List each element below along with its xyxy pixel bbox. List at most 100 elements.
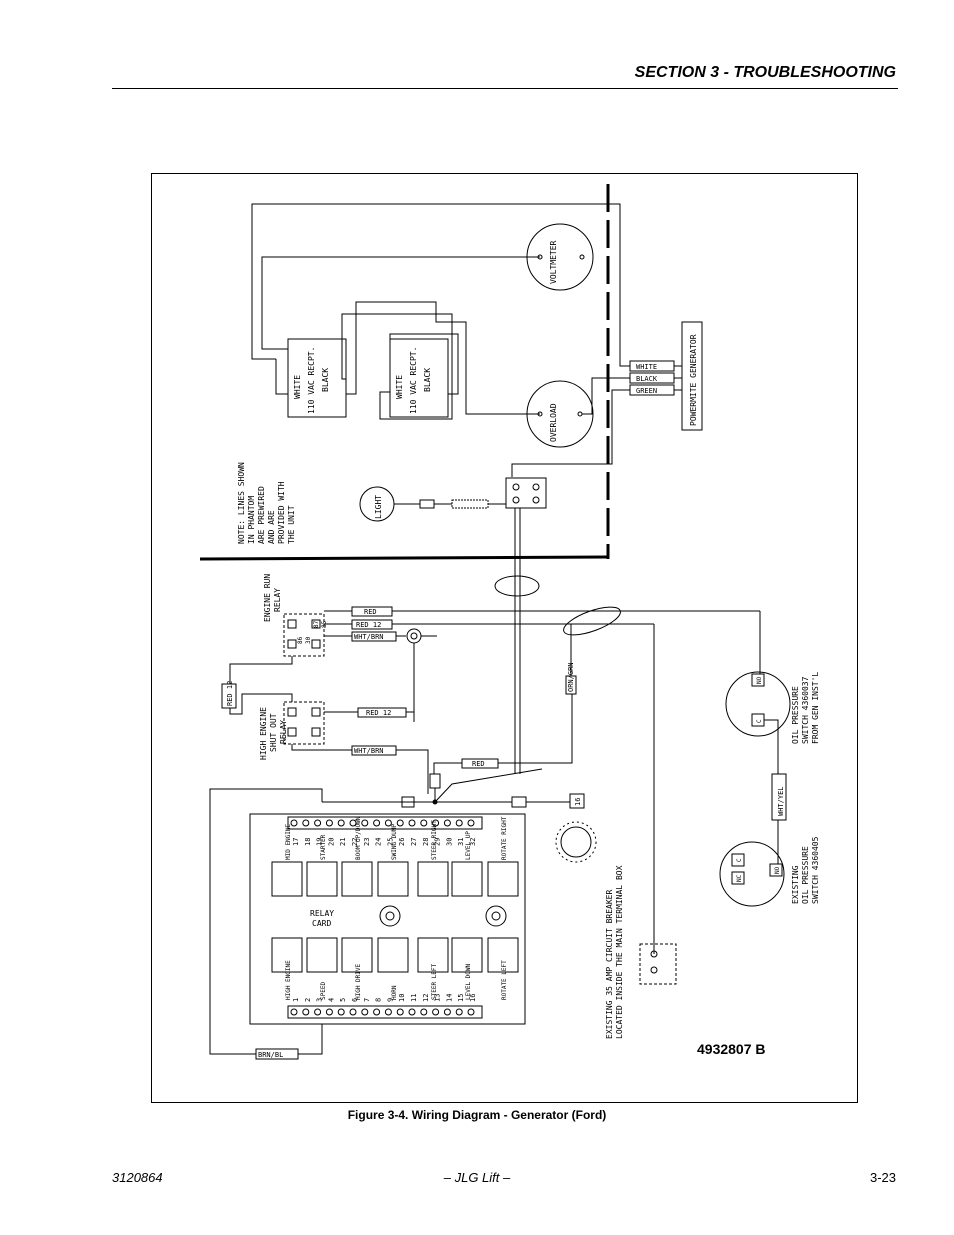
svg-text:IN PHANTOM: IN PHANTOM <box>247 496 256 544</box>
wire-wht-brn-a: WHT/BRN <box>354 633 384 641</box>
section-title: SECTION 3 - TROUBLESHOOTING <box>634 64 896 81</box>
bottom-terminal-screw <box>290 1008 298 1016</box>
wiring-diagram: VOLTMETER OVERLOAD POWERMITE GENERATOR W… <box>199 184 820 1060</box>
bottom-terminal-number: 16 <box>469 994 477 1002</box>
relay-card <box>249 813 526 1025</box>
top-terminal-screw <box>420 819 428 827</box>
svg-text:SWITCH 4360405: SWITCH 4360405 <box>811 836 820 904</box>
svg-text:FROM GEN INST'L: FROM GEN INST'L <box>811 672 820 744</box>
svg-text:C: C <box>756 719 763 723</box>
relay-function-top: MID ENGINE <box>285 823 292 860</box>
top-terminal-number: 20 <box>327 838 335 846</box>
top-terminal-number: 18 <box>304 838 312 846</box>
svg-text:PROVIDED WITH: PROVIDED WITH <box>277 481 286 544</box>
svg-text:BLACK: BLACK <box>423 368 432 392</box>
bottom-terminal-screw <box>361 1008 369 1016</box>
bottom-terminal-screw <box>467 1008 475 1016</box>
voltmeter-label: VOLTMETER <box>549 240 558 284</box>
top-terminal-screw <box>396 819 404 827</box>
svg-text:HIGH ENGINE: HIGH ENGINE <box>259 707 268 760</box>
bottom-terminal-number: 13 <box>434 994 442 1002</box>
relay-function-top: LEVEL UP <box>465 831 472 860</box>
top-terminal-number: 27 <box>410 838 418 846</box>
top-terminal-screw <box>325 819 333 827</box>
svg-text:OIL PRESSURE: OIL PRESSURE <box>801 846 810 904</box>
top-terminal-screw <box>337 819 345 827</box>
top-terminal-number: 19 <box>316 838 324 846</box>
relay-card-fuse-right <box>485 905 507 927</box>
wire-wht-brn-b: WHT/BRN <box>354 747 384 755</box>
relay-function-top: ROTATE RIGHT <box>501 816 508 860</box>
relay-module <box>271 937 303 973</box>
svg-text:SWITCH 4360037: SWITCH 4360037 <box>801 676 810 744</box>
bottom-terminal-screw <box>455 1008 463 1016</box>
top-terminal-screw <box>384 819 392 827</box>
bottom-terminal-number: 12 <box>422 994 430 1002</box>
bottom-terminal-screw <box>349 1008 357 1016</box>
engine-run-relay <box>283 613 325 657</box>
relay-function-bottom: STEER LEFT <box>431 963 438 1000</box>
svg-text:110 VAC RECPT.: 110 VAC RECPT. <box>409 347 418 414</box>
relay-module <box>377 937 409 973</box>
svg-text:EXISTING: EXISTING <box>791 865 800 904</box>
top-terminal-number: 26 <box>398 838 406 846</box>
header-rule <box>112 88 898 89</box>
relay-module <box>271 861 303 897</box>
relay-card-fuse-left <box>379 905 401 927</box>
wire-wht-yel: WHT/YEL <box>777 786 785 816</box>
relay-function-bottom: LEVEL DOWN <box>465 963 472 1000</box>
svg-text:LOCATED INSIDE THE MAIN TERMIN: LOCATED INSIDE THE MAIN TERMINAL BOX <box>615 865 624 1039</box>
relay-module <box>487 937 519 973</box>
top-terminal-number: 25 <box>386 838 394 846</box>
receptacle-1 <box>287 338 347 418</box>
bottom-terminal-screw <box>443 1008 451 1016</box>
bottom-terminal-screw <box>373 1008 381 1016</box>
svg-text:THE UNIT: THE UNIT <box>287 505 296 544</box>
bottom-terminal-screw <box>384 1008 392 1016</box>
top-terminal-screw <box>443 819 451 827</box>
relay-function-top: STARTER <box>320 834 327 860</box>
relay-module <box>487 861 519 897</box>
svg-text:NOTE: LINES SHOWN: NOTE: LINES SHOWN <box>237 462 246 544</box>
svg-text:LIGHT: LIGHT <box>374 495 383 519</box>
phantom-note: NOTE: LINES SHOWN IN PHANTOM ARE PREWIRE… <box>237 462 296 544</box>
bottom-terminal-number: 10 <box>398 994 406 1002</box>
svg-text:SHUT OUT: SHUT OUT <box>269 713 278 752</box>
terminal-block <box>505 477 547 509</box>
svg-text:NO: NO <box>756 676 763 684</box>
svg-text:NO: NO <box>774 866 781 874</box>
relay-module <box>377 861 409 897</box>
relay-function-bottom: HIGH ENGINE <box>285 960 292 1000</box>
bottom-terminal-number: 5 <box>339 998 347 1002</box>
relay-module <box>451 937 483 973</box>
bottom-terminal-number: 14 <box>445 994 453 1002</box>
bottom-terminal-screw <box>337 1008 345 1016</box>
svg-text:AND ARE: AND ARE <box>267 510 276 544</box>
svg-text:ENGINE RUN: ENGINE RUN <box>263 574 272 622</box>
top-terminal-screw <box>455 819 463 827</box>
wire-red-a: RED <box>364 608 377 616</box>
svg-text:OIL PRESSURE: OIL PRESSURE <box>791 686 800 744</box>
wiring-diagram-figure: VOLTMETER OVERLOAD POWERMITE GENERATOR W… <box>151 173 858 1103</box>
bottom-terminal-number: 6 <box>351 998 359 1002</box>
top-terminal-number: 31 <box>457 838 465 846</box>
svg-text:WHITE: WHITE <box>395 375 404 399</box>
svg-text:30: 30 <box>305 636 312 644</box>
wire-orn-grn: ORN/GRN <box>567 662 575 692</box>
top-terminal-screw <box>373 819 381 827</box>
gen-wire-green: GREEN <box>636 387 657 395</box>
bottom-terminal-number: 7 <box>363 998 371 1002</box>
horn-icon <box>555 821 597 863</box>
relay-function-bottom: HIGH DRIVE <box>355 963 362 1000</box>
top-terminal-screw <box>467 819 475 827</box>
figure-caption: Figure 3-4. Wiring Diagram - Generator (… <box>347 1108 607 1122</box>
bottom-terminal-screw <box>396 1008 404 1016</box>
bottom-terminal-number: 9 <box>386 998 394 1002</box>
top-terminal-number: 32 <box>469 838 477 846</box>
bottom-terminal-screw <box>314 1008 322 1016</box>
receptacle-2 <box>389 338 449 418</box>
relay-function-top: SWING DUMP <box>391 823 398 860</box>
svg-text:87: 87 <box>313 620 320 628</box>
top-terminal-screw <box>290 819 298 827</box>
top-terminal-screw <box>408 819 416 827</box>
